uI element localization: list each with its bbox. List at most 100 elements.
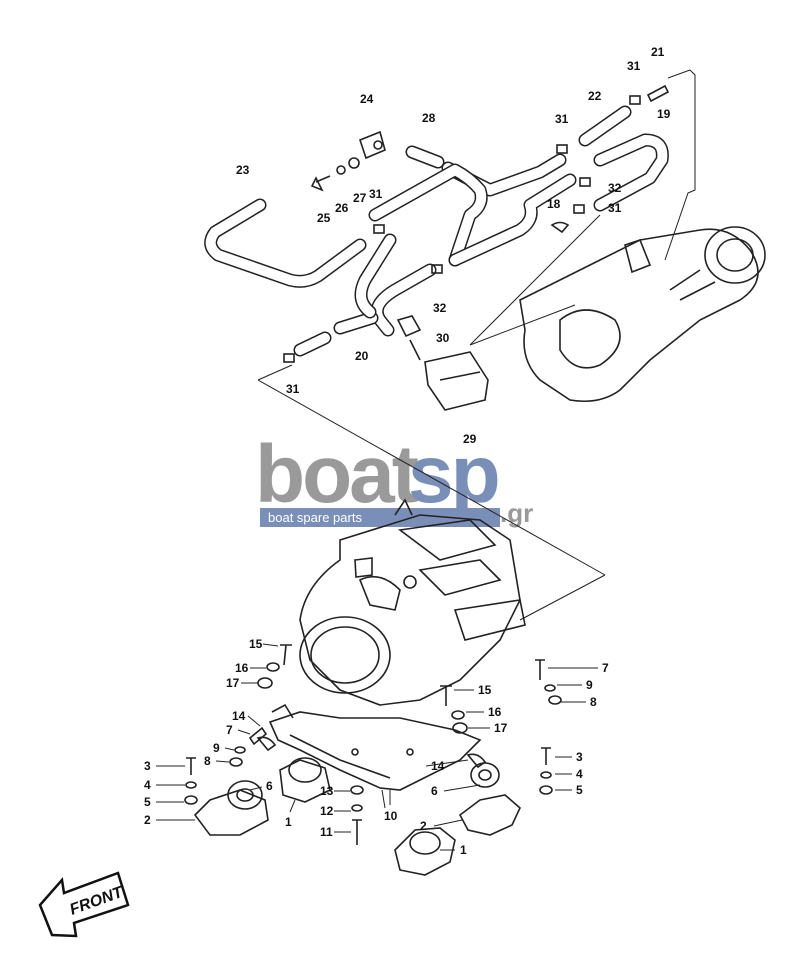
callout-23: 23 [236, 163, 250, 177]
leader-lines-top [257, 69, 696, 621]
callout-10: 10 [384, 809, 398, 823]
mount-1-right [394, 827, 456, 876]
clamp-32a [579, 177, 591, 187]
spacer-14-left [256, 736, 277, 752]
washer-4-right [540, 771, 552, 779]
callout-leaders [156, 643, 598, 851]
callout-2-left: 2 [144, 813, 151, 827]
watermark-tagline-bar [260, 508, 500, 527]
washer-9-right [544, 684, 556, 692]
callout-6-right: 6 [431, 784, 438, 798]
callout-5-left: 5 [144, 795, 151, 809]
washer-12 [351, 804, 363, 812]
callout-11: 11 [320, 825, 333, 839]
washer-9-left [234, 746, 246, 754]
callout-6-left: 6 [266, 779, 273, 793]
fitting-30 [396, 315, 422, 338]
callout-17-left: 17 [226, 676, 240, 690]
bolt-7-left [248, 726, 268, 746]
callout-24: 24 [360, 92, 374, 106]
washer-8-left [229, 757, 243, 767]
callout-5-right: 5 [576, 783, 583, 797]
jet-pump [519, 226, 766, 403]
callout-9-right: 9 [586, 678, 593, 692]
washer-16-left [266, 662, 280, 672]
callout-18: 18 [547, 197, 561, 211]
bolt-7-right [535, 659, 545, 680]
watermark-brand-main: boat [255, 429, 419, 520]
clamp-31c [373, 224, 385, 234]
clamp-31e [573, 204, 585, 214]
callout-16-left: 16 [235, 661, 249, 675]
rubber-6-right [470, 762, 500, 788]
spacer-14-right [466, 753, 487, 769]
callout-31-e: 31 [286, 382, 300, 396]
callout-12: 12 [320, 804, 334, 818]
watermark-brand-accent: sp [408, 429, 498, 520]
callout-3-right: 3 [576, 750, 583, 764]
callout-31-d: 31 [608, 201, 622, 215]
callout-14-left: 14 [232, 709, 246, 723]
callout-4-left: 4 [144, 778, 151, 792]
bolt-15-left [280, 644, 292, 666]
callout-4-right: 4 [576, 767, 583, 781]
callouts: 21 31 22 19 24 28 31 23 32 31 18 31 27 2… [144, 45, 671, 857]
callout-3-left: 3 [144, 759, 151, 773]
rubber-6-left [227, 780, 263, 810]
callout-29: 29 [463, 432, 477, 446]
washer-26 [336, 165, 346, 175]
callout-27: 27 [353, 191, 367, 205]
callout-31-c: 31 [369, 187, 383, 201]
callout-1-right: 1 [460, 843, 467, 857]
clamp-31b [629, 95, 641, 105]
front-marker: FRONT [38, 871, 130, 938]
bolt-11 [352, 819, 362, 845]
hose-assembly [204, 84, 670, 411]
watermark-brand-tld: .gr [500, 498, 533, 528]
callout-25: 25 [317, 211, 331, 225]
washer-5-left [184, 795, 198, 805]
callout-14-right: 14 [431, 759, 445, 773]
bolt-3-right [541, 747, 551, 765]
callout-32-b: 32 [433, 301, 447, 315]
callout-32-a: 32 [608, 181, 622, 195]
washer-17-right [452, 722, 468, 734]
callout-31-b: 31 [555, 112, 569, 126]
mount-1-left [279, 759, 331, 803]
callout-7-left: 7 [226, 723, 233, 737]
washer-13 [350, 785, 364, 795]
front-arrow-icon [38, 871, 130, 938]
callout-28: 28 [422, 111, 436, 125]
callout-1-left: 1 [285, 815, 292, 829]
washer-27 [348, 157, 360, 169]
callout-20: 20 [355, 349, 369, 363]
filter-29 [424, 351, 489, 411]
callout-2-right: 2 [420, 819, 427, 833]
callout-21: 21 [651, 45, 665, 59]
callout-9-left: 9 [213, 741, 220, 755]
mount-2-right [458, 794, 521, 836]
callout-7-right: 7 [602, 661, 609, 675]
callout-8-left: 8 [204, 754, 211, 768]
callout-15-right: 15 [478, 683, 492, 697]
callout-19: 19 [657, 107, 671, 121]
engine [299, 498, 526, 706]
bolt-25 [310, 175, 331, 192]
fitting-18 [550, 221, 570, 234]
engine-bed [268, 703, 482, 791]
washer-5-right [539, 785, 553, 795]
clamp-32b [431, 264, 443, 274]
washer-4-left [185, 781, 197, 789]
watermark-logo: boat sp .gr boat spare parts [255, 429, 533, 528]
engine-mounts [184, 644, 562, 876]
callout-13: 13 [320, 784, 334, 798]
washer-17-left [257, 677, 273, 689]
watermark-tagline: boat spare parts [268, 510, 362, 525]
bolt-15-right [440, 685, 452, 706]
callout-15-left: 15 [249, 637, 263, 651]
fitting-21 [646, 84, 670, 103]
clamp-31a [556, 144, 568, 154]
bolt-3-left [186, 757, 196, 775]
washer-16-right [451, 710, 465, 720]
